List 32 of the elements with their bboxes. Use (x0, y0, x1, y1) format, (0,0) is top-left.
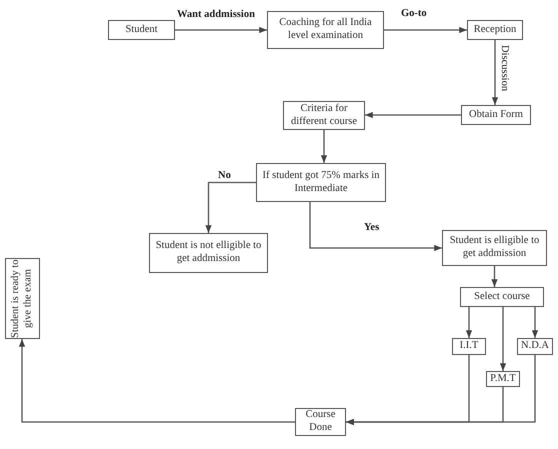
arrow (500, 307, 506, 371)
process-box: Course Done (295, 408, 346, 436)
process-box: Reception (467, 20, 523, 40)
arrow (346, 355, 536, 426)
arrow (491, 266, 498, 287)
process-box: Student (108, 20, 175, 40)
process-box: Obtain Form (461, 105, 531, 125)
arrow (384, 26, 467, 34)
arrow (205, 182, 256, 233)
arrow (532, 307, 538, 338)
process-box: Select course (460, 287, 544, 307)
arrow (320, 130, 328, 163)
edge-label: Go-to (401, 8, 427, 19)
edge-label: No (218, 170, 231, 181)
process-box: I.I.T (452, 338, 486, 355)
arrow (365, 112, 461, 118)
arrow (309, 202, 442, 252)
process-box: If student got 75% marks in Intermediate (256, 163, 386, 202)
process-box: N.D.A (517, 338, 553, 355)
arrow (18, 339, 295, 423)
arrow (492, 40, 498, 105)
edge-label: Discussion (499, 45, 510, 92)
process-box: Student is not elligible to get addmission (149, 233, 268, 273)
process-box: Student is elligible to get addmission (442, 230, 547, 266)
process-box: Criteria for different course (283, 101, 365, 130)
edge-label: Yes (364, 222, 380, 233)
arrow (175, 26, 267, 34)
process-box: Student is ready to give the exam (5, 258, 40, 339)
process-box: P.M.T (486, 371, 520, 387)
arrow (466, 307, 472, 338)
process-box: Coaching for all India level examination (267, 11, 384, 49)
edge-label: Want addmission (177, 9, 255, 20)
